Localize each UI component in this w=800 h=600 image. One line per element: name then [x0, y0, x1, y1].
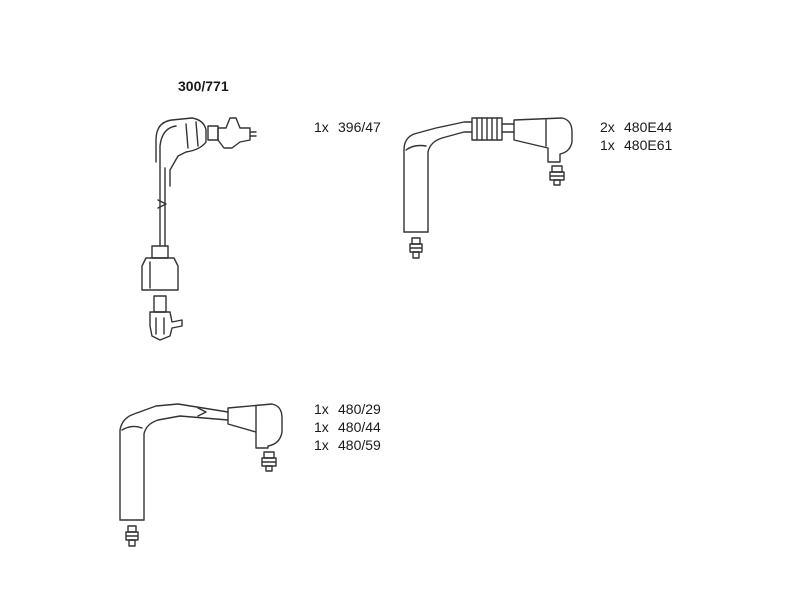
component-qty: 1x	[314, 437, 329, 453]
component-code: 480/29	[338, 401, 381, 417]
component-row: 1x 396/47	[314, 118, 381, 136]
kit-part-number: 300/771	[178, 78, 229, 94]
component-row: 1x 480/29	[314, 400, 381, 418]
component-row: 1x 480E61	[600, 136, 672, 154]
cable-b-drawing	[403, 117, 573, 259]
cable-c-drawing	[119, 403, 283, 547]
component-qty: 1x	[314, 419, 329, 435]
component-row: 2x 480E44	[600, 118, 672, 136]
component-code: 396/47	[338, 119, 381, 135]
cable-a-drawing	[141, 117, 257, 341]
component-code: 480/44	[338, 419, 381, 435]
component-code: 480/59	[338, 437, 381, 453]
component-code: 480E44	[624, 119, 673, 135]
component-code: 480E61	[624, 137, 673, 153]
component-qty: 1x	[314, 119, 329, 135]
component-row: 1x 480/44	[314, 418, 381, 436]
component-qty: 1x	[600, 137, 615, 153]
component-row: 1x 480/59	[314, 436, 381, 454]
component-qty: 1x	[314, 401, 329, 417]
component-qty: 2x	[600, 119, 615, 135]
